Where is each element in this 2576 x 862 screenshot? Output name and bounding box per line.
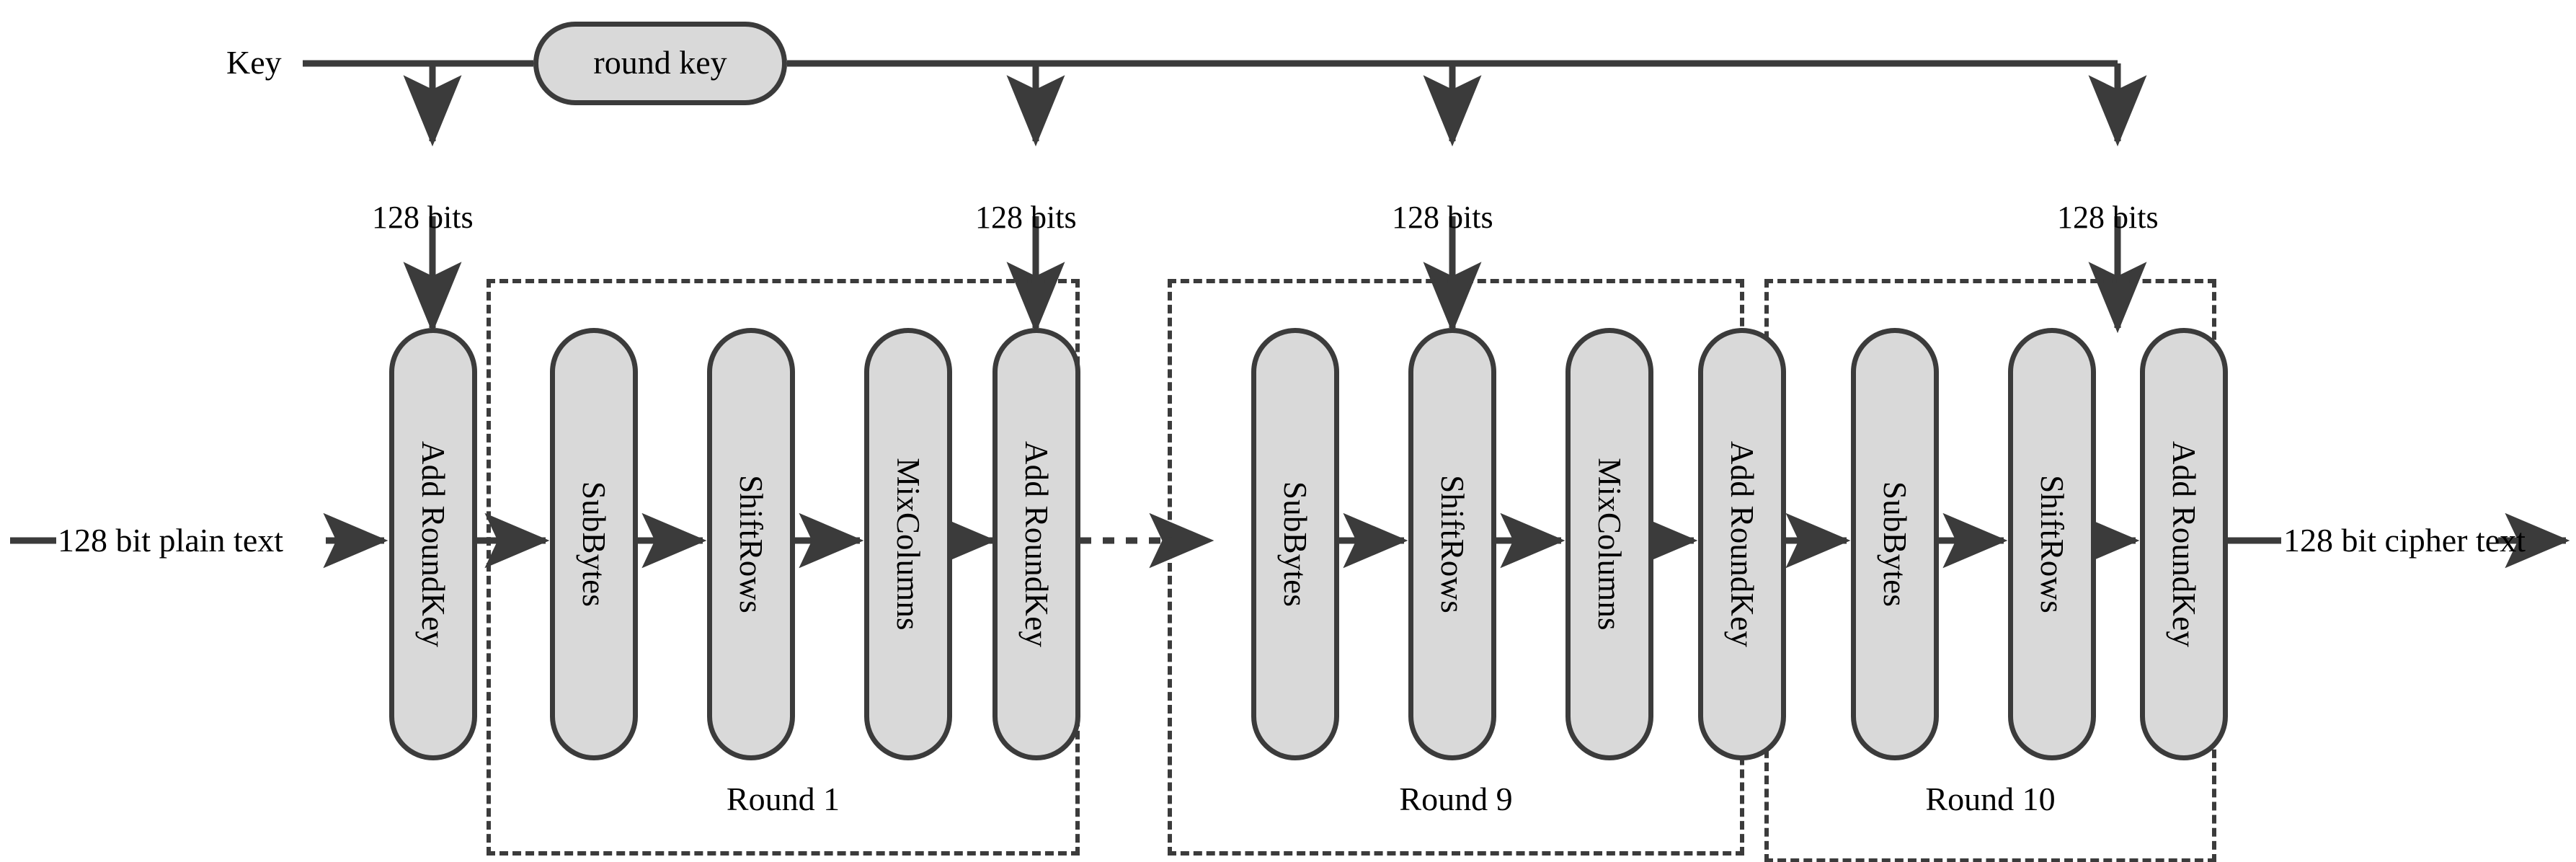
key-bits-label-1: 128 bits: [372, 200, 474, 235]
initial-add-roundkey-pill[interactable]: Add RoundKey: [389, 328, 477, 760]
round-9-mixcolumns-pill[interactable]: MixColumns: [1565, 328, 1653, 760]
round-10-subbytes-pill[interactable]: SubBytes: [1851, 328, 1939, 760]
round-key-label: round key: [593, 43, 727, 81]
round-9-caption: Round 9: [1399, 781, 1513, 817]
round-1-shiftrows-label: ShiftRows: [733, 475, 769, 613]
round-1-addroundkey-label: Add RoundKey: [1018, 440, 1055, 648]
plain-text-label: 128 bit plain text: [58, 522, 284, 559]
key-bits-label-3: 128 bits: [1392, 200, 1493, 235]
round-1-subbytes-label: SubBytes: [576, 481, 613, 608]
round-10-addroundkey-label: Add RoundKey: [2166, 440, 2203, 648]
round-9-addroundkey-pill[interactable]: Add RoundKey: [1698, 328, 1786, 760]
round-10-shiftrows-pill[interactable]: ShiftRows: [2008, 328, 2096, 760]
round-10-shiftrows-label: ShiftRows: [2034, 475, 2070, 613]
round-key-node[interactable]: round key: [533, 22, 787, 105]
round-9-shiftrows-pill[interactable]: ShiftRows: [1408, 328, 1496, 760]
round-1-mixcolumns-label: MixColumns: [890, 458, 927, 631]
round-10-caption: Round 10: [1925, 781, 2056, 817]
round-10-addroundkey-pill[interactable]: Add RoundKey: [2140, 328, 2228, 760]
round-9-subbytes-pill[interactable]: SubBytes: [1251, 328, 1339, 760]
round-9-subbytes-label: SubBytes: [1277, 481, 1314, 608]
round-9-addroundkey-label: Add RoundKey: [1724, 440, 1761, 648]
round-9-mixcolumns-label: MixColumns: [1591, 458, 1628, 631]
round-1-mixcolumns-pill[interactable]: MixColumns: [864, 328, 952, 760]
round-1-shiftrows-pill[interactable]: ShiftRows: [707, 328, 795, 760]
round-1-addroundkey-pill[interactable]: Add RoundKey: [992, 328, 1080, 760]
round-9-shiftrows-label: ShiftRows: [1434, 475, 1470, 613]
cipher-text-label: 128 bit cipher text: [2283, 522, 2526, 559]
key-bits-label-2: 128 bits: [975, 200, 1077, 235]
key-bits-label-4: 128 bits: [2057, 200, 2159, 235]
round-10-subbytes-label: SubBytes: [1877, 481, 1914, 608]
key-label: Key: [226, 44, 282, 81]
round-1-subbytes-pill[interactable]: SubBytes: [550, 328, 638, 760]
round-1-caption: Round 1: [726, 781, 840, 817]
initial-add-roundkey-label: Add RoundKey: [415, 440, 452, 648]
